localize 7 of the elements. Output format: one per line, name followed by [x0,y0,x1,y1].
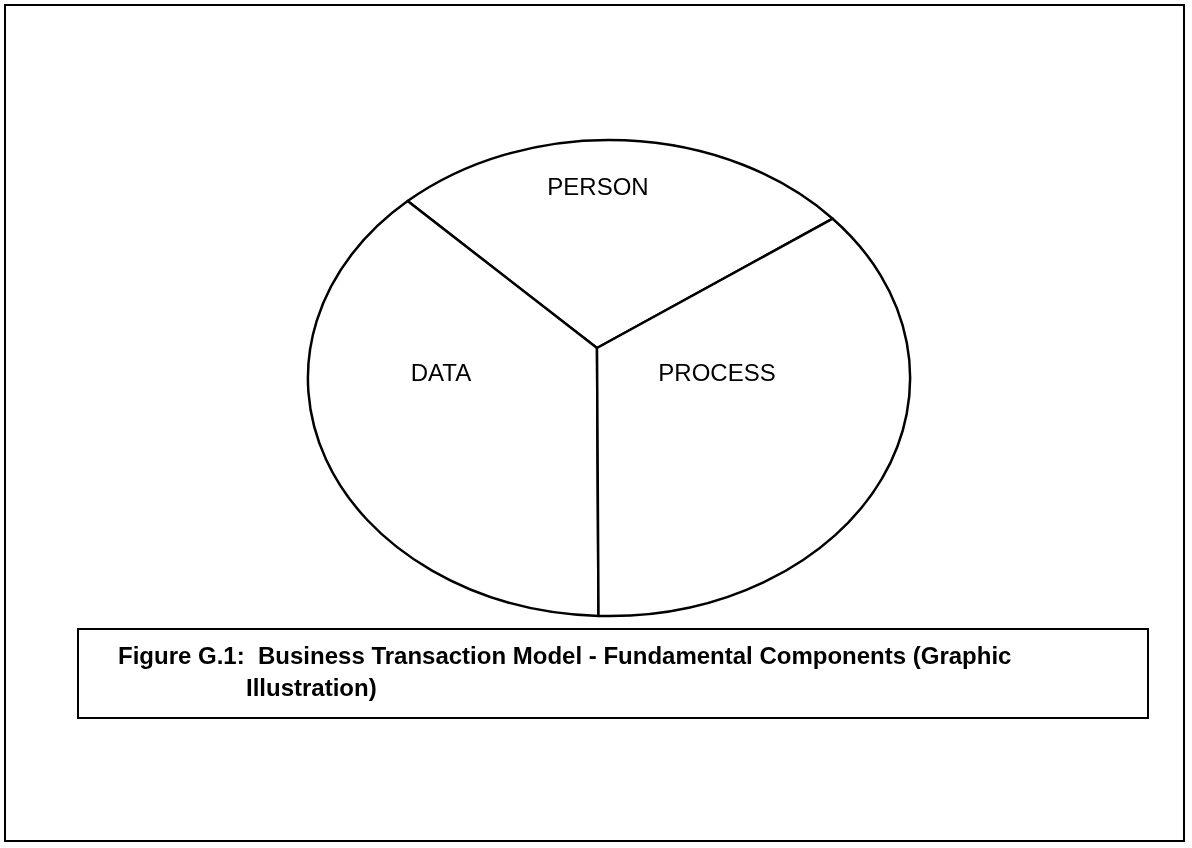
sector-label: PROCESS [658,359,776,387]
figure-caption: Figure G.1: Business Transaction Model - Fundamental Components (Graphic Illustration) [77,628,1149,719]
sector-label: PERSON [547,173,649,201]
sector-label: DATA [410,359,472,387]
circle-sector [406,139,834,349]
circle-sector [596,217,911,617]
circle-sector [307,200,600,617]
